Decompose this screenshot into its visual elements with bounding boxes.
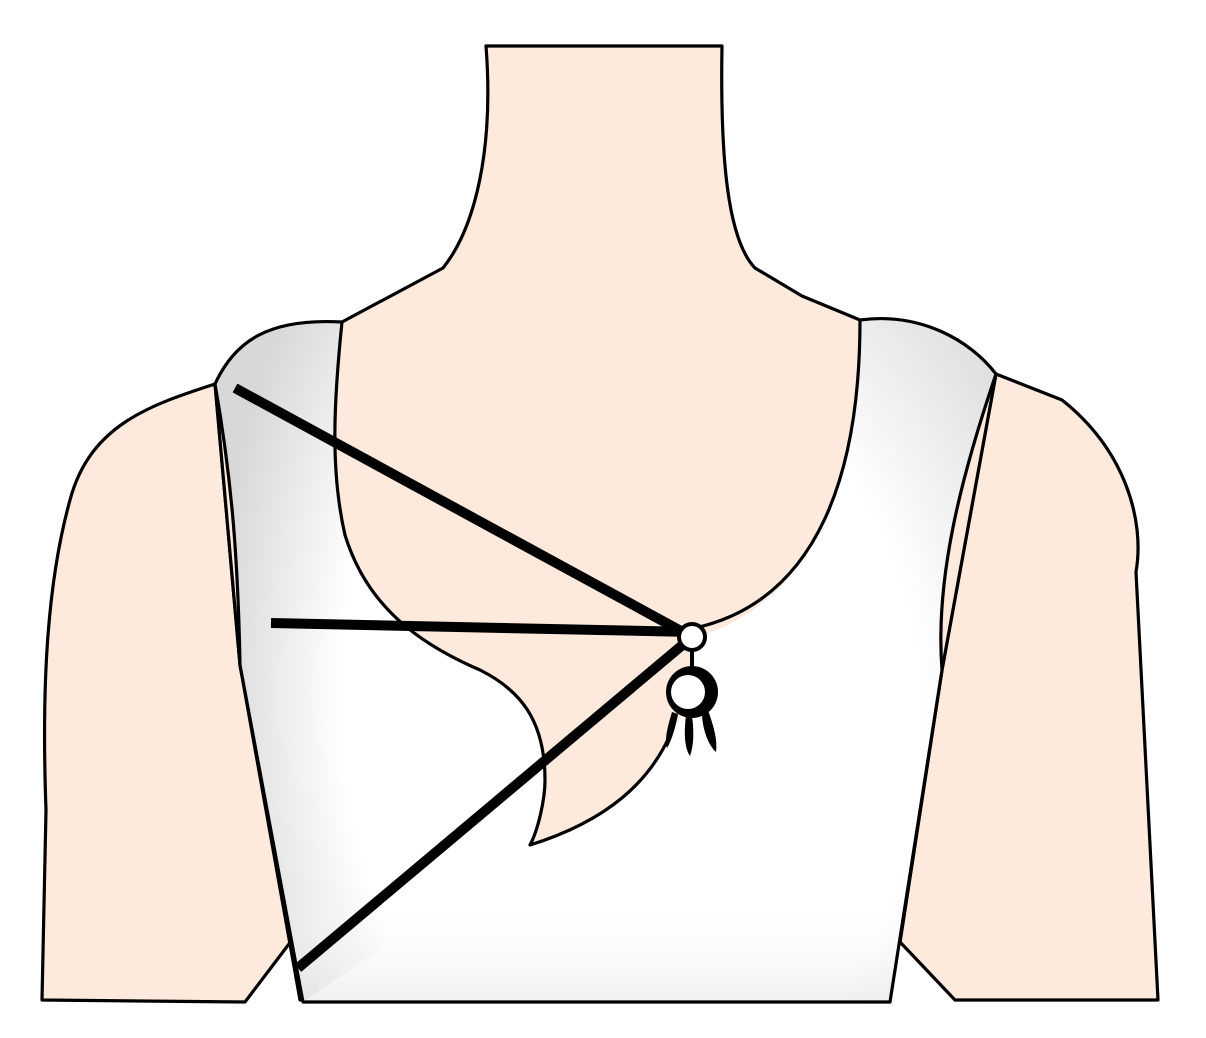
pointer-middle	[270, 618, 693, 637]
focus-point-icon	[677, 622, 707, 652]
pointer-lower	[294, 633, 696, 972]
brooch-icon	[665, 650, 718, 756]
pointer-upper	[232, 383, 695, 642]
right-arm	[898, 372, 1160, 1002]
garment-shade-bottom	[240, 665, 942, 1002]
left-arm	[40, 382, 294, 1004]
garment-outline	[213, 319, 672, 847]
garment-neckline-right	[213, 317, 998, 1004]
